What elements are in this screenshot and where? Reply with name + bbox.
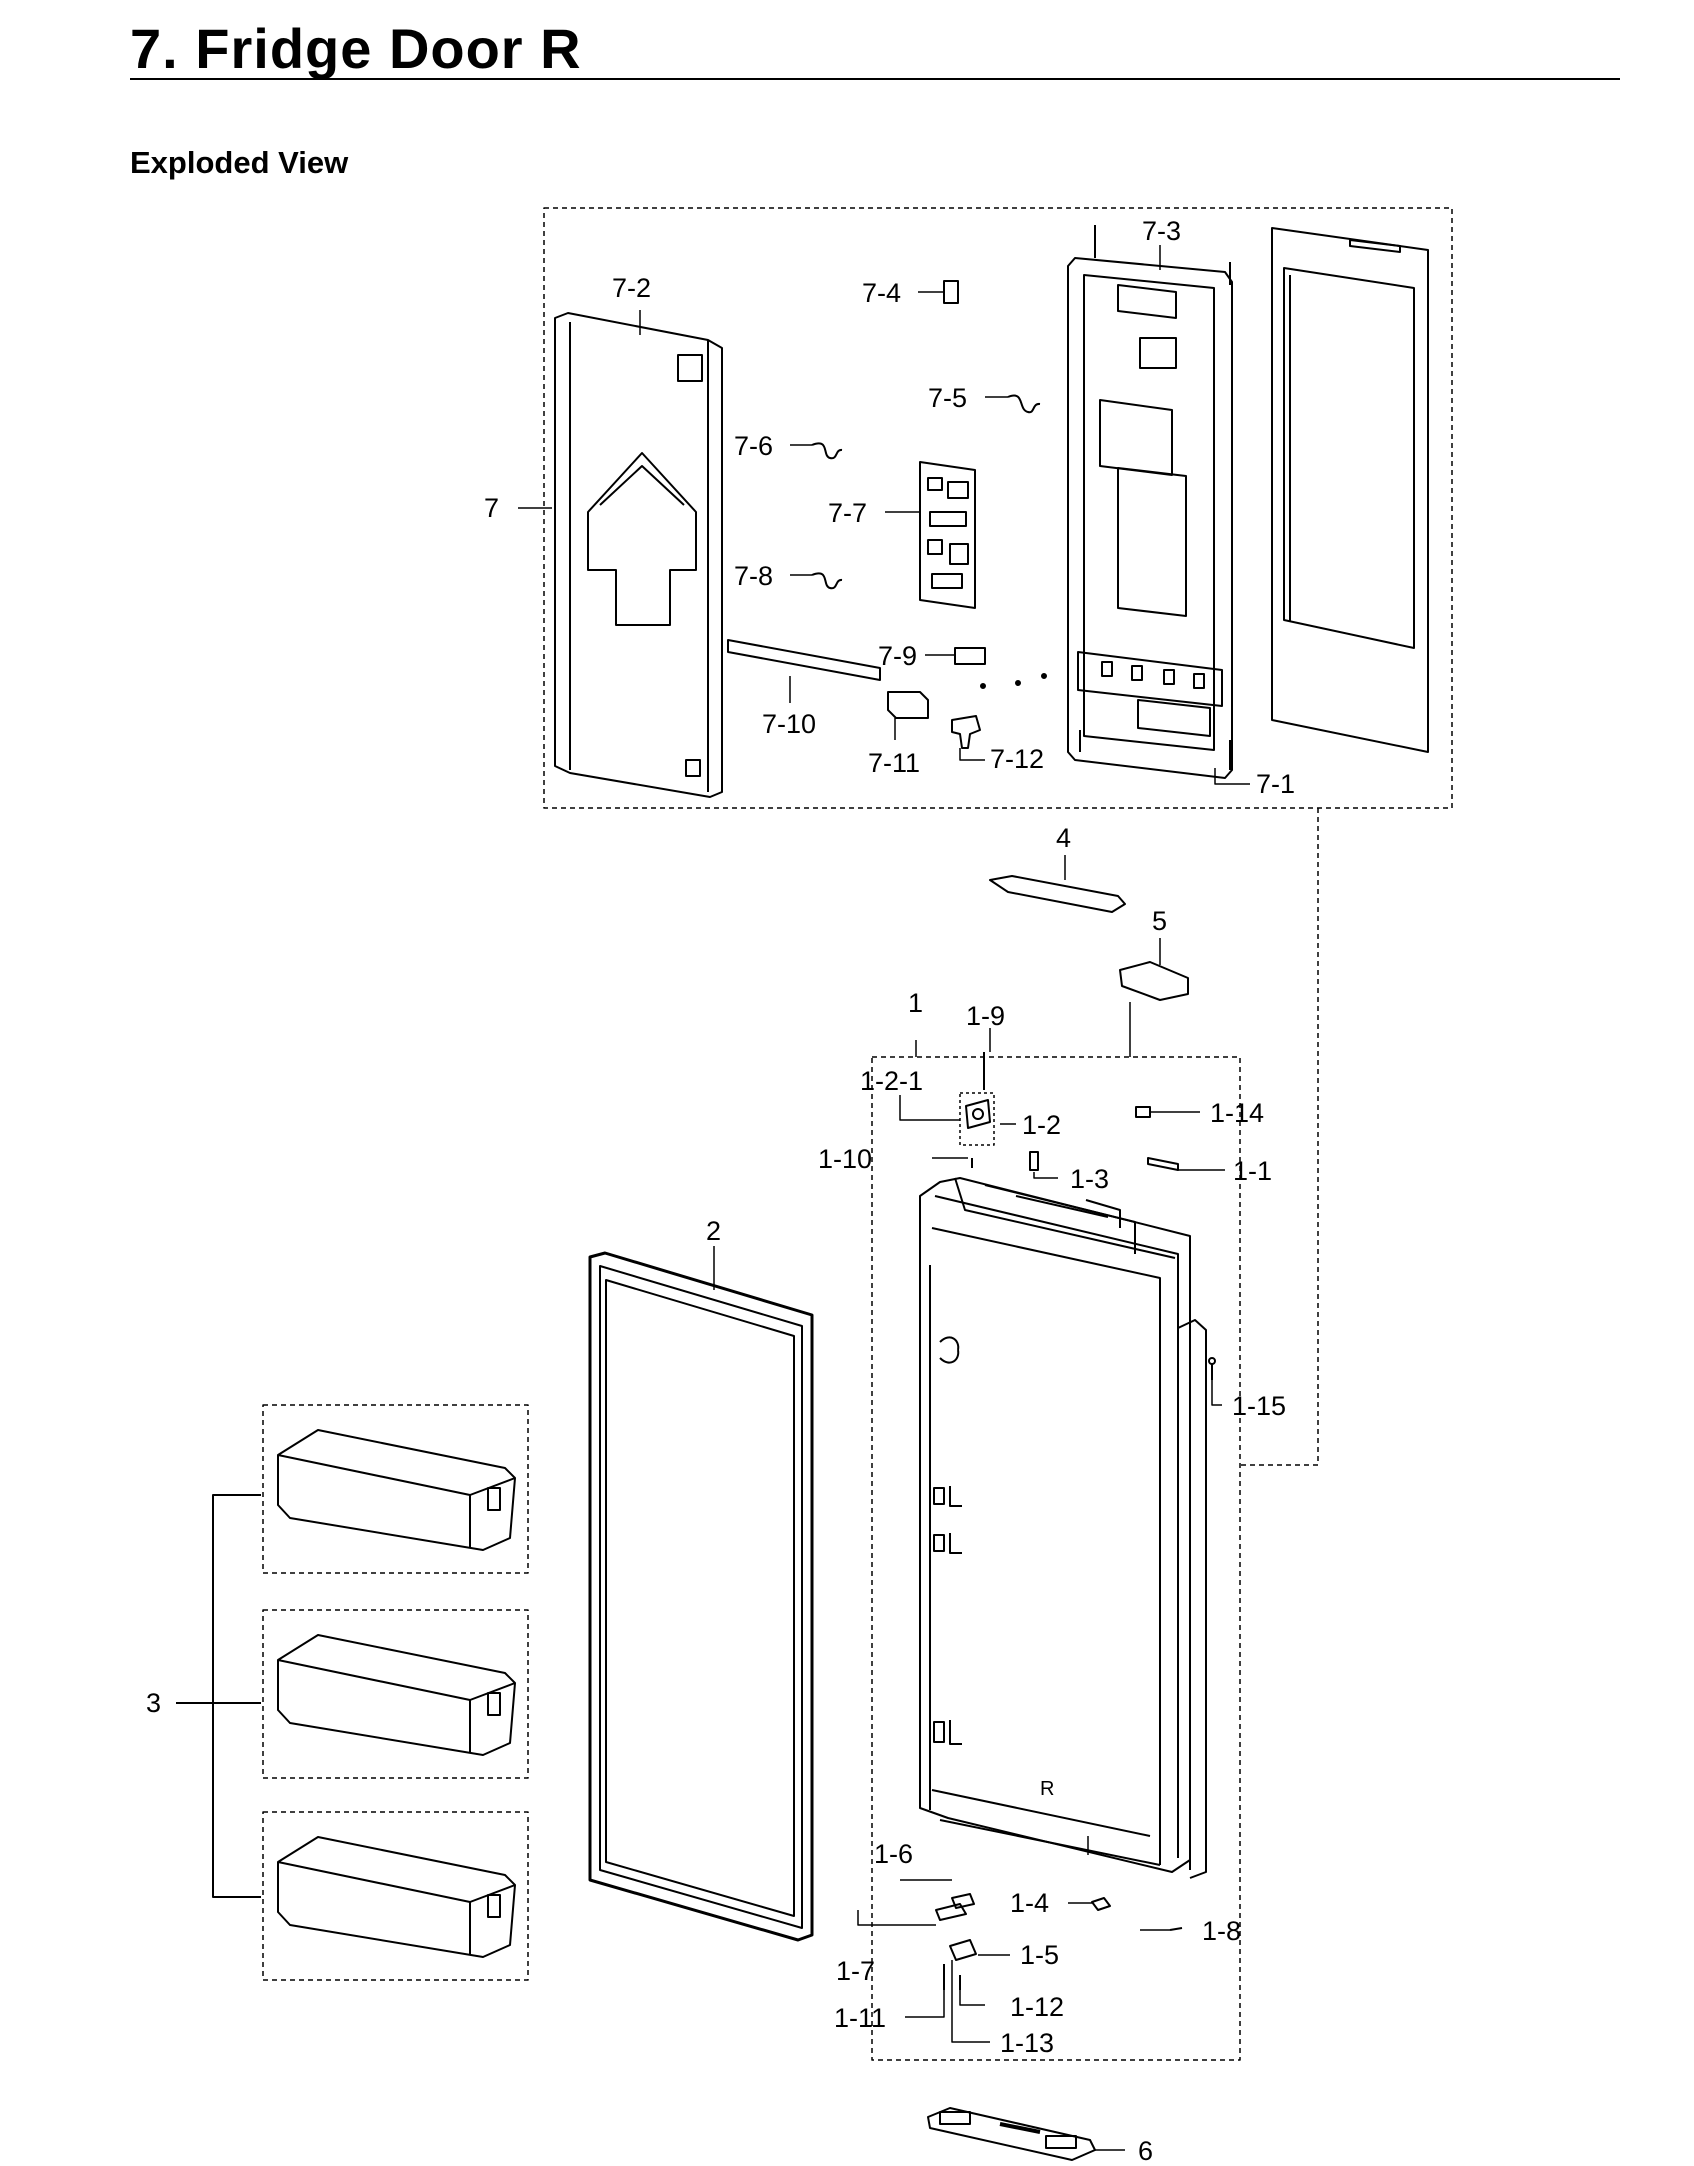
part-1-8 — [1169, 1927, 1183, 1931]
group-1-frame — [871, 1056, 1241, 2061]
exploded-view-heading: Exploded View — [130, 145, 349, 180]
part-1-7 — [935, 1903, 967, 1921]
pcb-part — [919, 461, 976, 609]
bracket-strip-part — [727, 639, 881, 681]
bottom-cover-part — [927, 2107, 1096, 2161]
label-7-8: 7-8 — [734, 561, 773, 591]
label-1-12: 1-12 — [1010, 1992, 1064, 2022]
label-7-7: 7-7 — [828, 498, 867, 528]
label-6: 6 — [1138, 2136, 1153, 2166]
page-title: 7. Fridge Door R — [130, 17, 582, 80]
label-7-5: 7-5 — [928, 383, 967, 413]
group-7-frame — [543, 207, 1453, 809]
title-rule — [130, 78, 1620, 80]
label-7-4: 7-4 — [862, 278, 901, 308]
label-1: 1 — [908, 988, 923, 1018]
door-bin-2 — [262, 1609, 529, 1779]
small-box-part — [887, 691, 929, 719]
label-1-4: 1-4 — [1010, 1888, 1049, 1918]
label-7-11: 7-11 — [868, 748, 920, 778]
label-1-3: 1-3 — [1070, 1164, 1109, 1194]
label-4: 4 — [1056, 823, 1071, 853]
switch-part — [951, 715, 981, 749]
door-bin-1 — [262, 1404, 529, 1574]
door-frame-part — [980, 225, 1233, 779]
label-1-10: 1-10 — [818, 1144, 872, 1174]
label-1-15: 1-15 — [1232, 1391, 1286, 1421]
door-bin-3 — [262, 1811, 529, 1981]
label-1-2: 1-2 — [1022, 1110, 1061, 1140]
label-1-6: 1-6 — [874, 1839, 913, 1869]
wire-harness-7-5 — [1007, 394, 1041, 414]
label-1-11: 1-11 — [834, 2003, 886, 2033]
label-1-2-1: 1-2-1 — [860, 1066, 923, 1096]
group-link-line — [1240, 808, 1319, 1466]
callout-labels: 7 7-2 7-3 7-4 7-5 7-6 7-7 7-8 7-9 7-10 7… — [146, 216, 1295, 2166]
top-cap-part — [989, 875, 1126, 913]
door-foam-body — [919, 1177, 1216, 1879]
clip-part — [943, 280, 959, 304]
leader-lines — [518, 245, 1250, 2151]
label-7: 7 — [484, 493, 499, 523]
label-7-9: 7-9 — [878, 641, 917, 671]
label-1-14: 1-14 — [1210, 1098, 1264, 1128]
label-7-2: 7-2 — [612, 273, 651, 303]
label-5: 5 — [1152, 906, 1167, 936]
door-marking-r: R — [1040, 1778, 1054, 1800]
label-2: 2 — [706, 1216, 721, 1246]
part-1-4 — [1091, 1897, 1111, 1911]
hinge-part — [965, 1099, 991, 1129]
label-3: 3 — [146, 1688, 161, 1718]
label-1-7: 1-7 — [836, 1956, 875, 1986]
label-1-9: 1-9 — [966, 1001, 1005, 1031]
wire-harness-7-8 — [811, 572, 843, 590]
connector-part — [954, 647, 986, 665]
label-1-13: 1-13 — [1000, 2028, 1054, 2058]
door-glass-panel — [1271, 227, 1429, 753]
hinge-box — [959, 1092, 995, 1146]
bin-bracket-line — [176, 1494, 261, 1898]
door-gasket-part — [588, 1251, 814, 1942]
part-1-5 — [949, 1939, 977, 1961]
cover-panel-part — [554, 312, 723, 798]
label-1-8: 1-8 — [1202, 1916, 1241, 1946]
label-1-5: 1-5 — [1020, 1940, 1059, 1970]
wire-harness-7-6 — [811, 442, 843, 460]
label-7-6: 7-6 — [734, 431, 773, 461]
label-7-3: 7-3 — [1142, 216, 1181, 246]
label-7-10: 7-10 — [762, 709, 816, 739]
label-7-1: 7-1 — [1256, 769, 1295, 799]
label-7-12: 7-12 — [990, 744, 1044, 774]
label-1-1: 1-1 — [1233, 1156, 1272, 1186]
angle-bracket-part — [1119, 961, 1189, 1001]
